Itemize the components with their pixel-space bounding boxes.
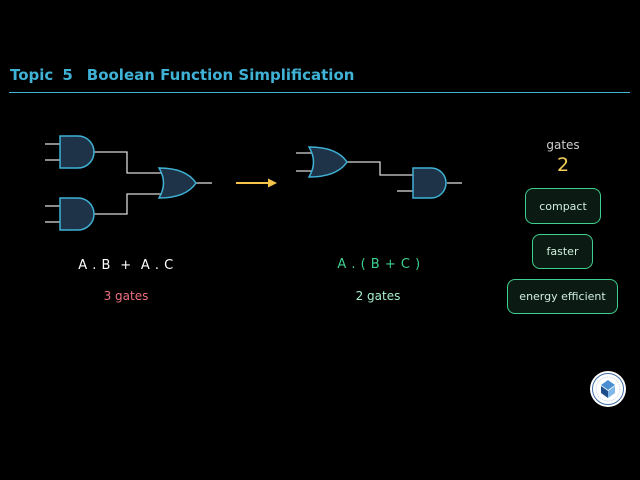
- or-gate-1: [157, 167, 197, 199]
- title-divider: [9, 92, 630, 93]
- wires-left: [45, 143, 212, 223]
- benefit-compact: compact: [525, 188, 601, 224]
- wire-and1-to-or: [94, 151, 164, 174]
- benefit-energy-efficient: energy efficient: [507, 279, 618, 314]
- benefit-faster: faster: [532, 234, 593, 269]
- and-gate-2: [59, 197, 95, 231]
- original-expression: A . B + A . C: [78, 258, 174, 273]
- title-text: Boolean Function Simplification: [86, 66, 355, 84]
- wires-right: [296, 152, 462, 192]
- institution-logo-icon: [590, 371, 626, 407]
- original-gate-count: 3 gates: [103, 289, 149, 303]
- simplified-gate-count: 2 gates: [355, 289, 401, 303]
- gates-label: gates: [546, 138, 580, 152]
- wire-or2-to-and: [347, 161, 413, 176]
- and-gate-3: [412, 167, 447, 199]
- page-title: Topic 5 Boolean Function Simplification: [10, 66, 354, 84]
- simplified-expression: A . ( B + C ): [337, 257, 421, 272]
- topic-number: 5: [62, 66, 73, 84]
- arrow-right-icon: [236, 178, 277, 188]
- topic-label: Topic: [10, 66, 54, 84]
- gates-value: 2: [556, 154, 570, 176]
- wire-and2-to-or: [94, 193, 164, 215]
- and-gate-1: [59, 135, 95, 169]
- or-gate-2: [307, 146, 348, 178]
